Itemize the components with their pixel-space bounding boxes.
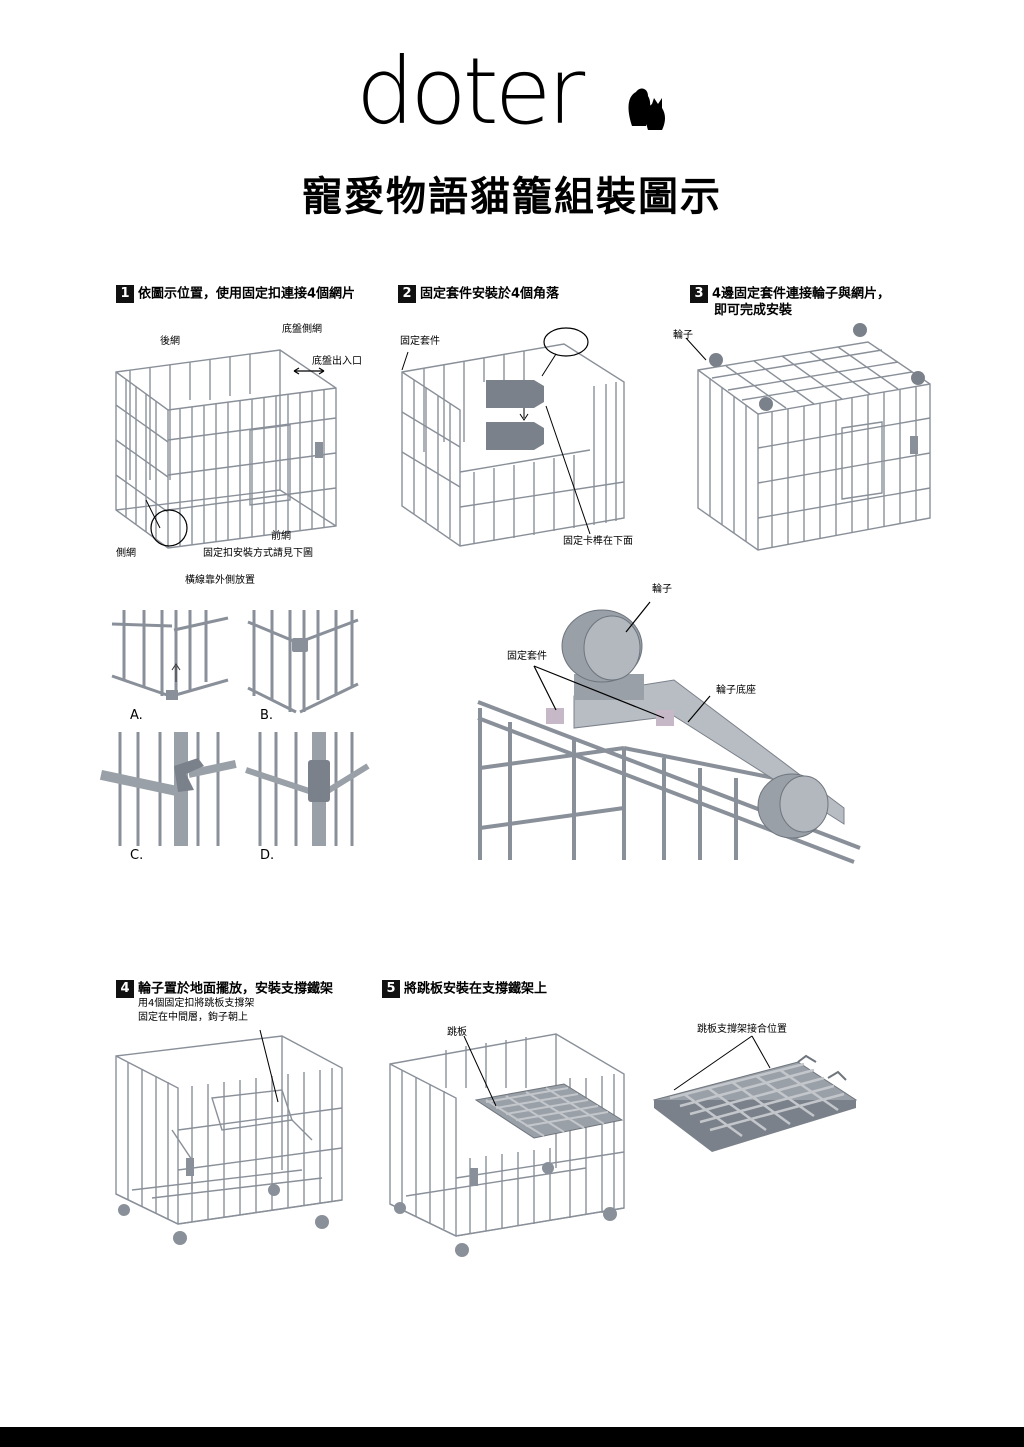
step-4-text: 輪子置於地面擺放，安裝支撐鐵架: [138, 981, 334, 997]
step-4-sub-2: 固定在中間層，鉤子朝上: [138, 1012, 248, 1023]
step-3-cage-with-wheels-diagram: [685, 323, 931, 551]
detail-letter-b: B.: [260, 708, 274, 723]
label-fix-kit-detail: 固定套件: [507, 651, 547, 662]
step-2-corner-kit-diagram: [401, 327, 625, 547]
detail-letter-a: A.: [130, 708, 143, 723]
label-wheel-base: 輪子底座: [716, 685, 756, 696]
step-2-text: 固定套件安裝於4個角落: [420, 286, 560, 302]
label-horizontal-outside: 橫線靠外側放置: [185, 575, 255, 586]
board-support-detail-diagram: [652, 1035, 858, 1152]
label-base-exit: 底盤出入口: [312, 356, 362, 367]
step-5-number: 5: [382, 980, 400, 998]
step-5-text: 將跳板安裝在支撐鐵架上: [404, 981, 548, 997]
detail-letter-d: D.: [260, 848, 275, 863]
brand-logo: doter: [356, 46, 585, 138]
step-4-support-rack-diagram: [115, 1029, 343, 1245]
step-1-cage-diagram: [115, 349, 337, 549]
label-clip-note: 固定扣安裝方式請見下圖: [203, 548, 313, 559]
step-2-number: 2: [398, 285, 416, 303]
logo-cat-dog-icon: [628, 88, 665, 130]
label-wheel: 輪子: [673, 330, 693, 341]
clip-detail-d: [245, 732, 370, 846]
label-board: 跳板: [447, 1027, 467, 1038]
step-3-text: 4邊固定套件連接輪子與網片，: [712, 286, 891, 302]
step-1-number: 1: [116, 285, 134, 303]
label-fix-kit: 固定套件: [400, 336, 440, 347]
step-3-text-2: 即可完成安裝: [714, 303, 793, 318]
page-title: 寵愛物語貓籠組裝圖示: [302, 174, 722, 220]
label-board-support: 跳板支撐架接合位置: [697, 1024, 787, 1035]
label-wheel-detail: 輪子: [652, 584, 672, 595]
footer-bar: [0, 1427, 1024, 1447]
label-front-net: 前網: [271, 531, 291, 542]
step-4-sub-1: 用4個固定扣將跳板支撐架: [138, 998, 255, 1009]
step-5-board-install-diagram: [389, 1033, 625, 1257]
wheel-detail-diagram: [477, 601, 861, 864]
label-base-side: 底盤側網: [282, 324, 322, 335]
clip-detail-c: [99, 732, 237, 846]
label-latch-below: 固定卡榫在下面: [563, 536, 633, 547]
label-side-net: 側網: [116, 548, 136, 559]
label-back-net: 後網: [160, 336, 180, 347]
arrow-base-exit: [293, 367, 325, 375]
step-3-number: 3: [690, 285, 708, 303]
step-1-text: 依圖示位置，使用固定扣連接4個網片: [138, 286, 356, 302]
clip-detail-a: [111, 610, 229, 700]
logo-text: doter: [356, 38, 585, 145]
detail-letter-c: C.: [130, 848, 144, 863]
clip-detail-b: [247, 610, 359, 714]
step-4-number: 4: [116, 980, 134, 998]
